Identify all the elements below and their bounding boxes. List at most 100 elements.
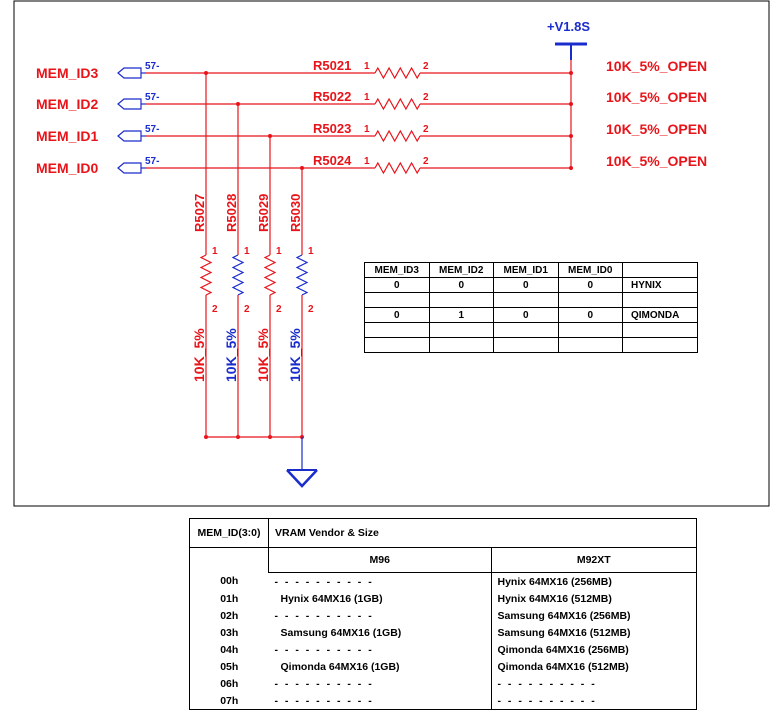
strap-value-cell [428, 322, 494, 338]
pin-number: 1 [364, 61, 370, 72]
table-row: 00h - - - - - - - - - - Hynix 64MX16 (256M… [190, 572, 697, 590]
resistor-icon [263, 254, 277, 296]
strap-value-cell: 0 [364, 277, 430, 293]
page-ref: 57- [145, 92, 159, 103]
resistor-value: 10K_5% [191, 328, 207, 382]
resistor-icon [231, 254, 245, 296]
resistor-ref: R5029 [256, 194, 271, 232]
m92-cell: Samsung 64MX16 (512MB) [497, 626, 631, 639]
resistor-icon [374, 129, 421, 143]
resistor-icon [374, 161, 421, 175]
resistor-value: 10K_5%_OPEN [606, 58, 707, 74]
offpage-connector-icon [117, 67, 142, 79]
m96-cell: - - - - - - - - - - [268, 675, 492, 692]
pulldown-resistors: R502710K_5%12R502810K_5%12R502910K_5%12R… [191, 73, 314, 439]
resistor-icon [374, 66, 421, 80]
page-ref: 57- [145, 124, 159, 135]
col-m96: M96 [268, 547, 492, 573]
strap-value-cell [364, 322, 430, 338]
mem-id-code-cell: 03h [220, 626, 239, 639]
pin-number: 2 [423, 61, 429, 72]
pin-number: 1 [364, 156, 370, 167]
pin-number: 1 [276, 246, 282, 257]
vram-vendor-table: MEM_ID(3:0) VRAM Vendor & Size M96 M92XT… [189, 518, 697, 710]
table-row [364, 337, 698, 353]
pullup-r5023: MEM_ID1 57- R5023 1 2 10K_5%_OPEN [36, 121, 707, 144]
mem-id-code-cell: 02h [220, 609, 239, 622]
strap-value-cell [557, 322, 623, 338]
mem-id-code-cell: 05h [220, 660, 239, 673]
m96-cell: - - - - - - - - - - [268, 572, 492, 590]
strap-value-cell: 0 [493, 307, 559, 323]
table-header-row: MEM_ID(3:0) VRAM Vendor & Size [189, 518, 697, 548]
pin-number: 1 [364, 124, 370, 135]
resistor-ref: R5022 [313, 89, 351, 104]
m92-cell: Hynix 64MX16 (256MB) [497, 575, 612, 588]
page-ref: 57- [145, 156, 159, 167]
strap-value-cell: 0 [493, 277, 559, 293]
col-vram-title: VRAM Vendor & Size [268, 518, 697, 548]
vendor-cell: HYNIX [622, 277, 698, 293]
pin-number: 2 [423, 92, 429, 103]
table-row: 07h- - - - - - - - - -- - - - - - - - - … [190, 692, 697, 710]
m92-cell: Hynix 64MX16 (512MB) [497, 592, 612, 605]
strap-value-cell [493, 322, 559, 338]
strap-value-cell: 0 [557, 277, 623, 293]
m96-cell: - - - - - - - - - - [268, 607, 492, 624]
m92-cell: - - - - - - - - - - [497, 694, 597, 707]
col-mem-id2: MEM_ID2 [428, 262, 494, 278]
pin-number: 2 [212, 304, 218, 315]
pin-number: 2 [423, 124, 429, 135]
pin-number: 2 [423, 156, 429, 167]
resistor-ref: R5023 [313, 121, 351, 136]
col-m92xt: M92XT [491, 547, 697, 573]
mem-id-code-cell: 00h [220, 575, 239, 588]
offpage-connector-icon [117, 162, 142, 174]
pin-number: 2 [308, 304, 314, 315]
m92-cell: Samsung 64MX16 (256MB) [497, 609, 631, 622]
pin-number: 1 [364, 92, 370, 103]
power-label: +V1.8S [547, 19, 590, 34]
mem-id-code-cell: 06h [220, 677, 239, 690]
net-label: MEM_ID0 [36, 160, 98, 176]
pin-number: 1 [308, 246, 314, 257]
strap-value-cell: 0 [364, 307, 430, 323]
strap-value-cell: 0 [428, 277, 494, 293]
net-label: MEM_ID1 [36, 128, 98, 144]
strap-value-cell [364, 292, 430, 308]
strap-value-cell [428, 292, 494, 308]
resistor-value: 10K_5% [255, 328, 271, 382]
vendor-cell: QIMONDA [622, 307, 698, 323]
m92-cell: Qimonda 64MX16 (512MB) [497, 660, 629, 673]
resistor-ref: R5027 [192, 194, 207, 232]
col-vendor [622, 262, 698, 278]
net-label: MEM_ID2 [36, 96, 98, 112]
mem-id-code-cell: 01h [220, 592, 239, 605]
net-label: MEM_ID3 [36, 65, 98, 81]
m92-cell: - - - - - - - - - - [497, 677, 597, 690]
resistor-value: 10K_5%_OPEN [606, 121, 707, 137]
m96-cell: - - - - - - - - - - [268, 641, 492, 658]
vendor-cell [622, 292, 698, 308]
resistor-icon [374, 97, 421, 111]
mem-id-code-cell: 04h [220, 643, 239, 656]
m96-cell: - - - - - - - - - - [268, 692, 492, 710]
schematic-frame [13, 0, 770, 507]
resistor-value: 10K_5%_OPEN [606, 89, 707, 105]
resistor-ref: R5030 [288, 194, 303, 232]
m92-cell: Qimonda 64MX16 (256MB) [497, 643, 629, 656]
col-mem-id3: MEM_ID3 [364, 262, 430, 278]
strap-value-cell [557, 337, 623, 353]
strap-value-cell: 0 [557, 307, 623, 323]
resistor-icon [295, 254, 309, 296]
strap-value-cell [493, 292, 559, 308]
resistor-ref: R5024 [313, 153, 352, 168]
